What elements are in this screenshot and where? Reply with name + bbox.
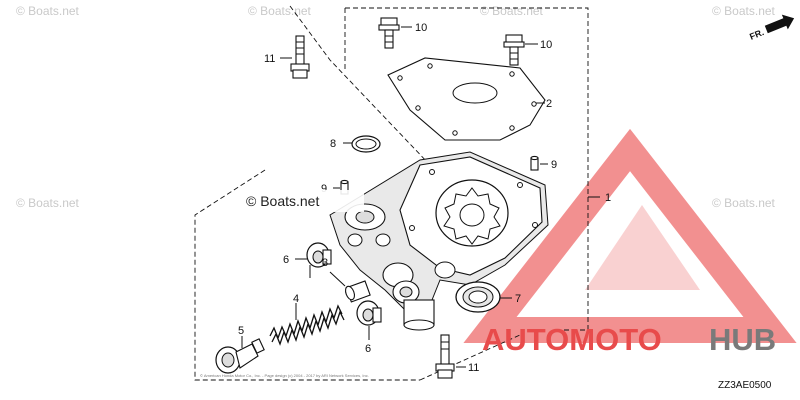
callout-9-right: 9	[551, 159, 557, 171]
diagram-code: ZZ3AE0500	[718, 380, 772, 391]
oil-pump-body-part-1	[329, 151, 549, 331]
watermark-center: © Boats.net	[246, 193, 319, 209]
spring-part-4	[269, 304, 345, 346]
callout-5: 5	[238, 325, 244, 337]
dowel-pin-part-9-left	[340, 179, 349, 195]
copyright-fine-print: © American Honda Motor Co., Inc. - Page …	[200, 373, 369, 378]
leader-lines	[241, 26, 600, 368]
bolt-part-11-bottom	[435, 334, 455, 379]
callout-7: 7	[515, 293, 521, 305]
callout-10-left: 10	[415, 22, 427, 34]
watermark-left-mid: © Boats.net	[16, 196, 80, 210]
bolt-part-10-right	[503, 34, 525, 66]
callout-10-right: 10	[540, 39, 552, 51]
relief-valve-part-3	[344, 280, 371, 303]
callout-2: 2	[546, 98, 552, 110]
automotohub-logo-text: AUTOMOTO HUB	[482, 322, 776, 357]
callout-6-upper: 6	[283, 254, 289, 266]
dashed-group-frames	[194, 5, 589, 381]
plug-part-6-lower	[356, 300, 382, 326]
callout-11-top: 11	[264, 53, 275, 65]
logo-text-red: AUTOMOTO	[482, 322, 662, 357]
automotohub-triangle-logo	[463, 128, 797, 343]
plug-part-6-upper	[306, 242, 332, 268]
callout-1: 1	[605, 192, 611, 204]
bolt-part-11-top	[290, 35, 310, 79]
bolt-part-10-left	[378, 17, 400, 49]
gasket-part-2	[387, 57, 546, 141]
callout-11-bottom: 11	[468, 362, 479, 374]
callout-8: 8	[330, 138, 336, 150]
watermark-top-4: © Boats.net	[712, 4, 776, 18]
watermark-top-2: © Boats.net	[248, 4, 312, 18]
dowel-pin-part-9-right	[530, 155, 539, 171]
callout-3: 3	[322, 257, 328, 269]
callout-9-left: 9	[321, 183, 327, 195]
oil-seal-part-7	[455, 281, 501, 313]
direction-label: FR.	[748, 27, 765, 42]
callout-6-lower: 6	[365, 343, 371, 355]
watermark-right-mid: © Boats.net	[712, 196, 776, 210]
o-ring-part-8	[351, 135, 381, 153]
watermark-top-3: © Boats.net	[480, 4, 544, 18]
logo-text-grey: HUB	[709, 322, 776, 357]
plug-bolt-part-5	[215, 338, 265, 374]
watermark-top-1: © Boats.net	[16, 4, 80, 18]
callout-4: 4	[293, 293, 299, 305]
